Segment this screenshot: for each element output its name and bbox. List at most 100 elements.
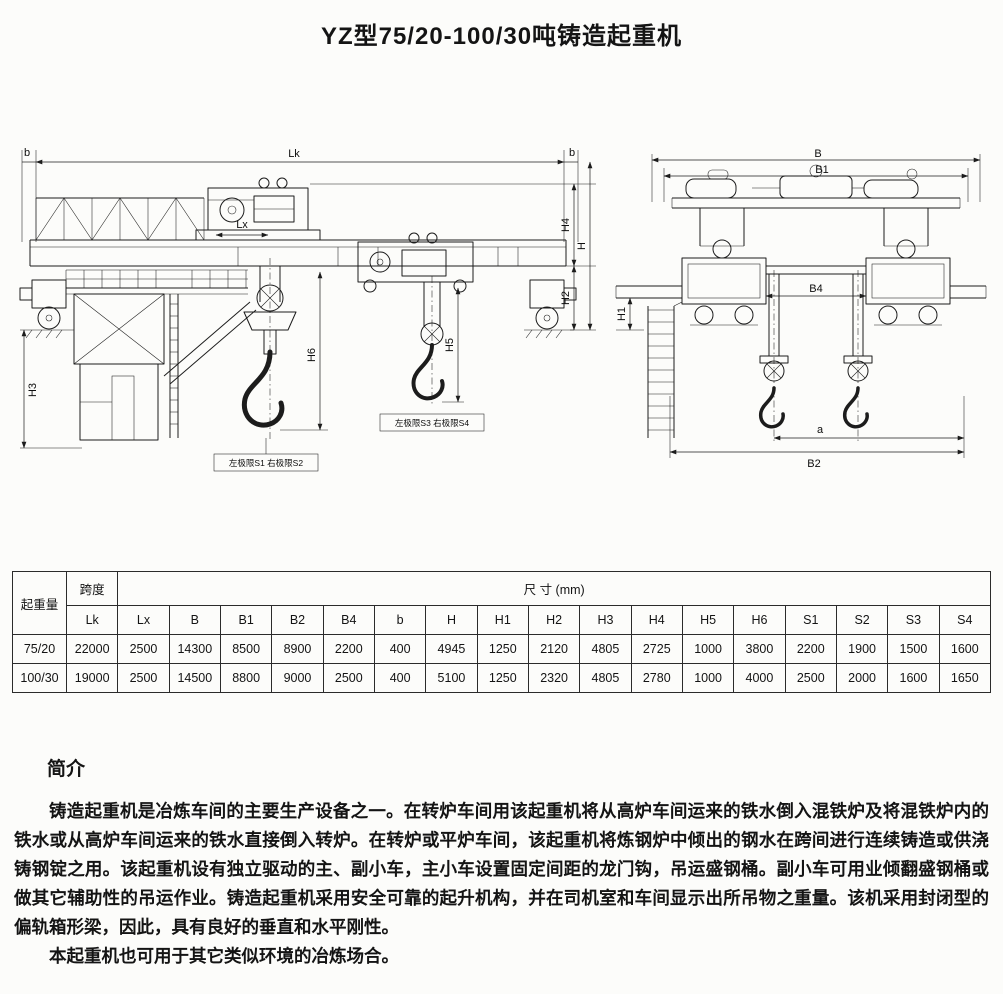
intro-paragraph-1: 铸造起重机是冶炼车间的主要生产设备之一。在转炉车间用该起重机将从高炉车间运来的铁… [14, 801, 989, 937]
header-cell: S3 [887, 605, 940, 635]
data-cell: 2500 [117, 634, 170, 664]
data-cell: 8800 [219, 663, 273, 693]
limit-label-main-hook: 左极限S1 右极限S2 [229, 458, 303, 468]
header-cell: S1 [784, 605, 837, 635]
bridge-girder [29, 197, 567, 267]
dim-label-b2: B2 [807, 458, 820, 470]
data-cell: 2120 [527, 634, 581, 664]
header-cell-lk: Lk [65, 605, 119, 635]
header-cell: B2 [271, 605, 324, 635]
data-cell: 5100 [425, 663, 478, 693]
data-cell: 4805 [579, 663, 632, 693]
end-trucks [19, 279, 577, 339]
data-cell: 14300 [168, 634, 221, 664]
header-cell: B4 [322, 605, 375, 635]
aux-hook-assembly [411, 276, 445, 406]
dim-label-b4: B4 [809, 283, 822, 295]
intro-section: 简介 铸造起重机是冶炼车间的主要生产设备之一。在转炉车间用该起重机将从高炉车间运… [14, 754, 989, 971]
limit-label-aux-hook: 左极限S3 右极限S4 [395, 418, 469, 428]
spec-table: 起重量 跨度 尺 寸 (mm) Lk Lx B B1 B2 B4 b H H1 … [12, 571, 992, 693]
header-cell: S2 [835, 605, 889, 635]
data-cell: 1250 [476, 634, 529, 664]
cab-structure [65, 269, 257, 441]
header-cell: H5 [681, 605, 735, 635]
data-cell: 8500 [219, 634, 273, 664]
intro-paragraph-2: 本起重机也可用于其它类似环境的冶炼场合。 [49, 946, 399, 966]
data-cell: 2500 [117, 663, 170, 693]
height-dimension-h3: H3 [20, 329, 82, 449]
dim-label-lk: Lk [288, 148, 300, 160]
data-cell: 400 [373, 663, 427, 693]
dim-label-h6: H6 [306, 348, 318, 362]
data-cell: 2200 [784, 634, 837, 664]
data-cell: 1600 [887, 663, 940, 693]
hook-height-dimensions: H6 H5 [280, 271, 464, 431]
table-row: 75/20 22000 2500 14300 8500 8900 2200 40… [12, 634, 992, 664]
data-cell: 400 [373, 634, 427, 664]
hook-limit-labels: 左极限S1 右极限S2 左极限S3 右极限S4 [213, 413, 485, 472]
data-cell: 1250 [476, 663, 529, 693]
header-cell: H3 [579, 605, 632, 635]
data-cell: 1500 [887, 634, 940, 664]
data-cell: 14500 [168, 663, 221, 693]
main-trolley: Lx [195, 177, 321, 241]
header-cell: H2 [527, 605, 581, 635]
data-cell: 2320 [527, 663, 581, 693]
data-cell: 2500 [784, 663, 837, 693]
data-cell: 2500 [322, 663, 375, 693]
dim-label-h4: H4 [560, 218, 572, 232]
intro-heading: 简介 [47, 759, 86, 780]
header-cell: B [168, 605, 221, 635]
data-cell-capacity: 100/30 [12, 663, 67, 693]
dim-label-h5: H5 [444, 338, 456, 352]
height-dimension-h1: H1 [616, 297, 644, 331]
dim-label-h1: H1 [616, 307, 628, 321]
table-row: 100/30 19000 2500 14500 8800 9000 2500 4… [12, 663, 992, 693]
data-cell: 1000 [681, 634, 735, 664]
side-ladder [647, 301, 683, 438]
data-cell: 19000 [65, 663, 119, 693]
data-cell: 4000 [733, 663, 786, 693]
header-cell-span: 跨度 [65, 571, 119, 606]
header-cell: S4 [938, 605, 992, 635]
side-view-drawing: B B1 [615, 148, 987, 470]
data-cell: 2725 [630, 634, 683, 664]
data-cell: 2200 [322, 634, 375, 664]
dim-label-h2: H2 [560, 291, 572, 305]
header-cell: B1 [219, 605, 273, 635]
data-cell: 4945 [425, 634, 478, 664]
dim-label-lx: Lx [236, 219, 248, 231]
header-cell-capacity: 起重量 [12, 571, 67, 635]
trolley-end-view [671, 164, 961, 259]
header-cell: Lx [117, 605, 170, 635]
header-cell: H1 [476, 605, 529, 635]
bottom-dimensions: a B2 [669, 396, 965, 470]
height-dimensions-right: H4 H2 H [310, 161, 596, 331]
front-view-drawing: Lk b b [19, 147, 596, 472]
data-cell: 2780 [630, 663, 683, 693]
width-dimensions-top: B B1 [651, 148, 981, 202]
dim-label-b: B [814, 148, 821, 160]
dim-label-h: H [576, 242, 588, 250]
page-title: YZ型75/20-100/30吨铸造起重机 [320, 23, 683, 50]
hook-assemblies-end-view [758, 270, 873, 442]
girder-sections [615, 257, 987, 326]
data-cell: 1600 [938, 634, 992, 664]
table-header-row-2: Lk Lx B B1 B2 B4 b H H1 H2 H3 H4 H5 H6 S… [13, 605, 992, 635]
table-header-row-1: 起重量 跨度 尺 寸 (mm) [12, 571, 991, 635]
header-cell: H6 [733, 605, 786, 635]
data-cell-capacity: 75/20 [12, 634, 67, 664]
header-cell: H [425, 605, 478, 635]
span-dimensions: Lk b b [21, 147, 579, 242]
data-cell: 9000 [271, 663, 324, 693]
data-cell: 8900 [271, 634, 324, 664]
data-cell: 1650 [938, 663, 992, 693]
gap-dimension-b4: B4 [765, 283, 867, 299]
data-cell: 1000 [681, 663, 735, 693]
data-cell: 3800 [733, 634, 786, 664]
data-cell: 22000 [65, 634, 119, 664]
header-cell: H4 [630, 605, 683, 635]
dim-label-b-right: b [569, 147, 575, 159]
header-cell-size: 尺 寸 (mm) [117, 571, 991, 606]
